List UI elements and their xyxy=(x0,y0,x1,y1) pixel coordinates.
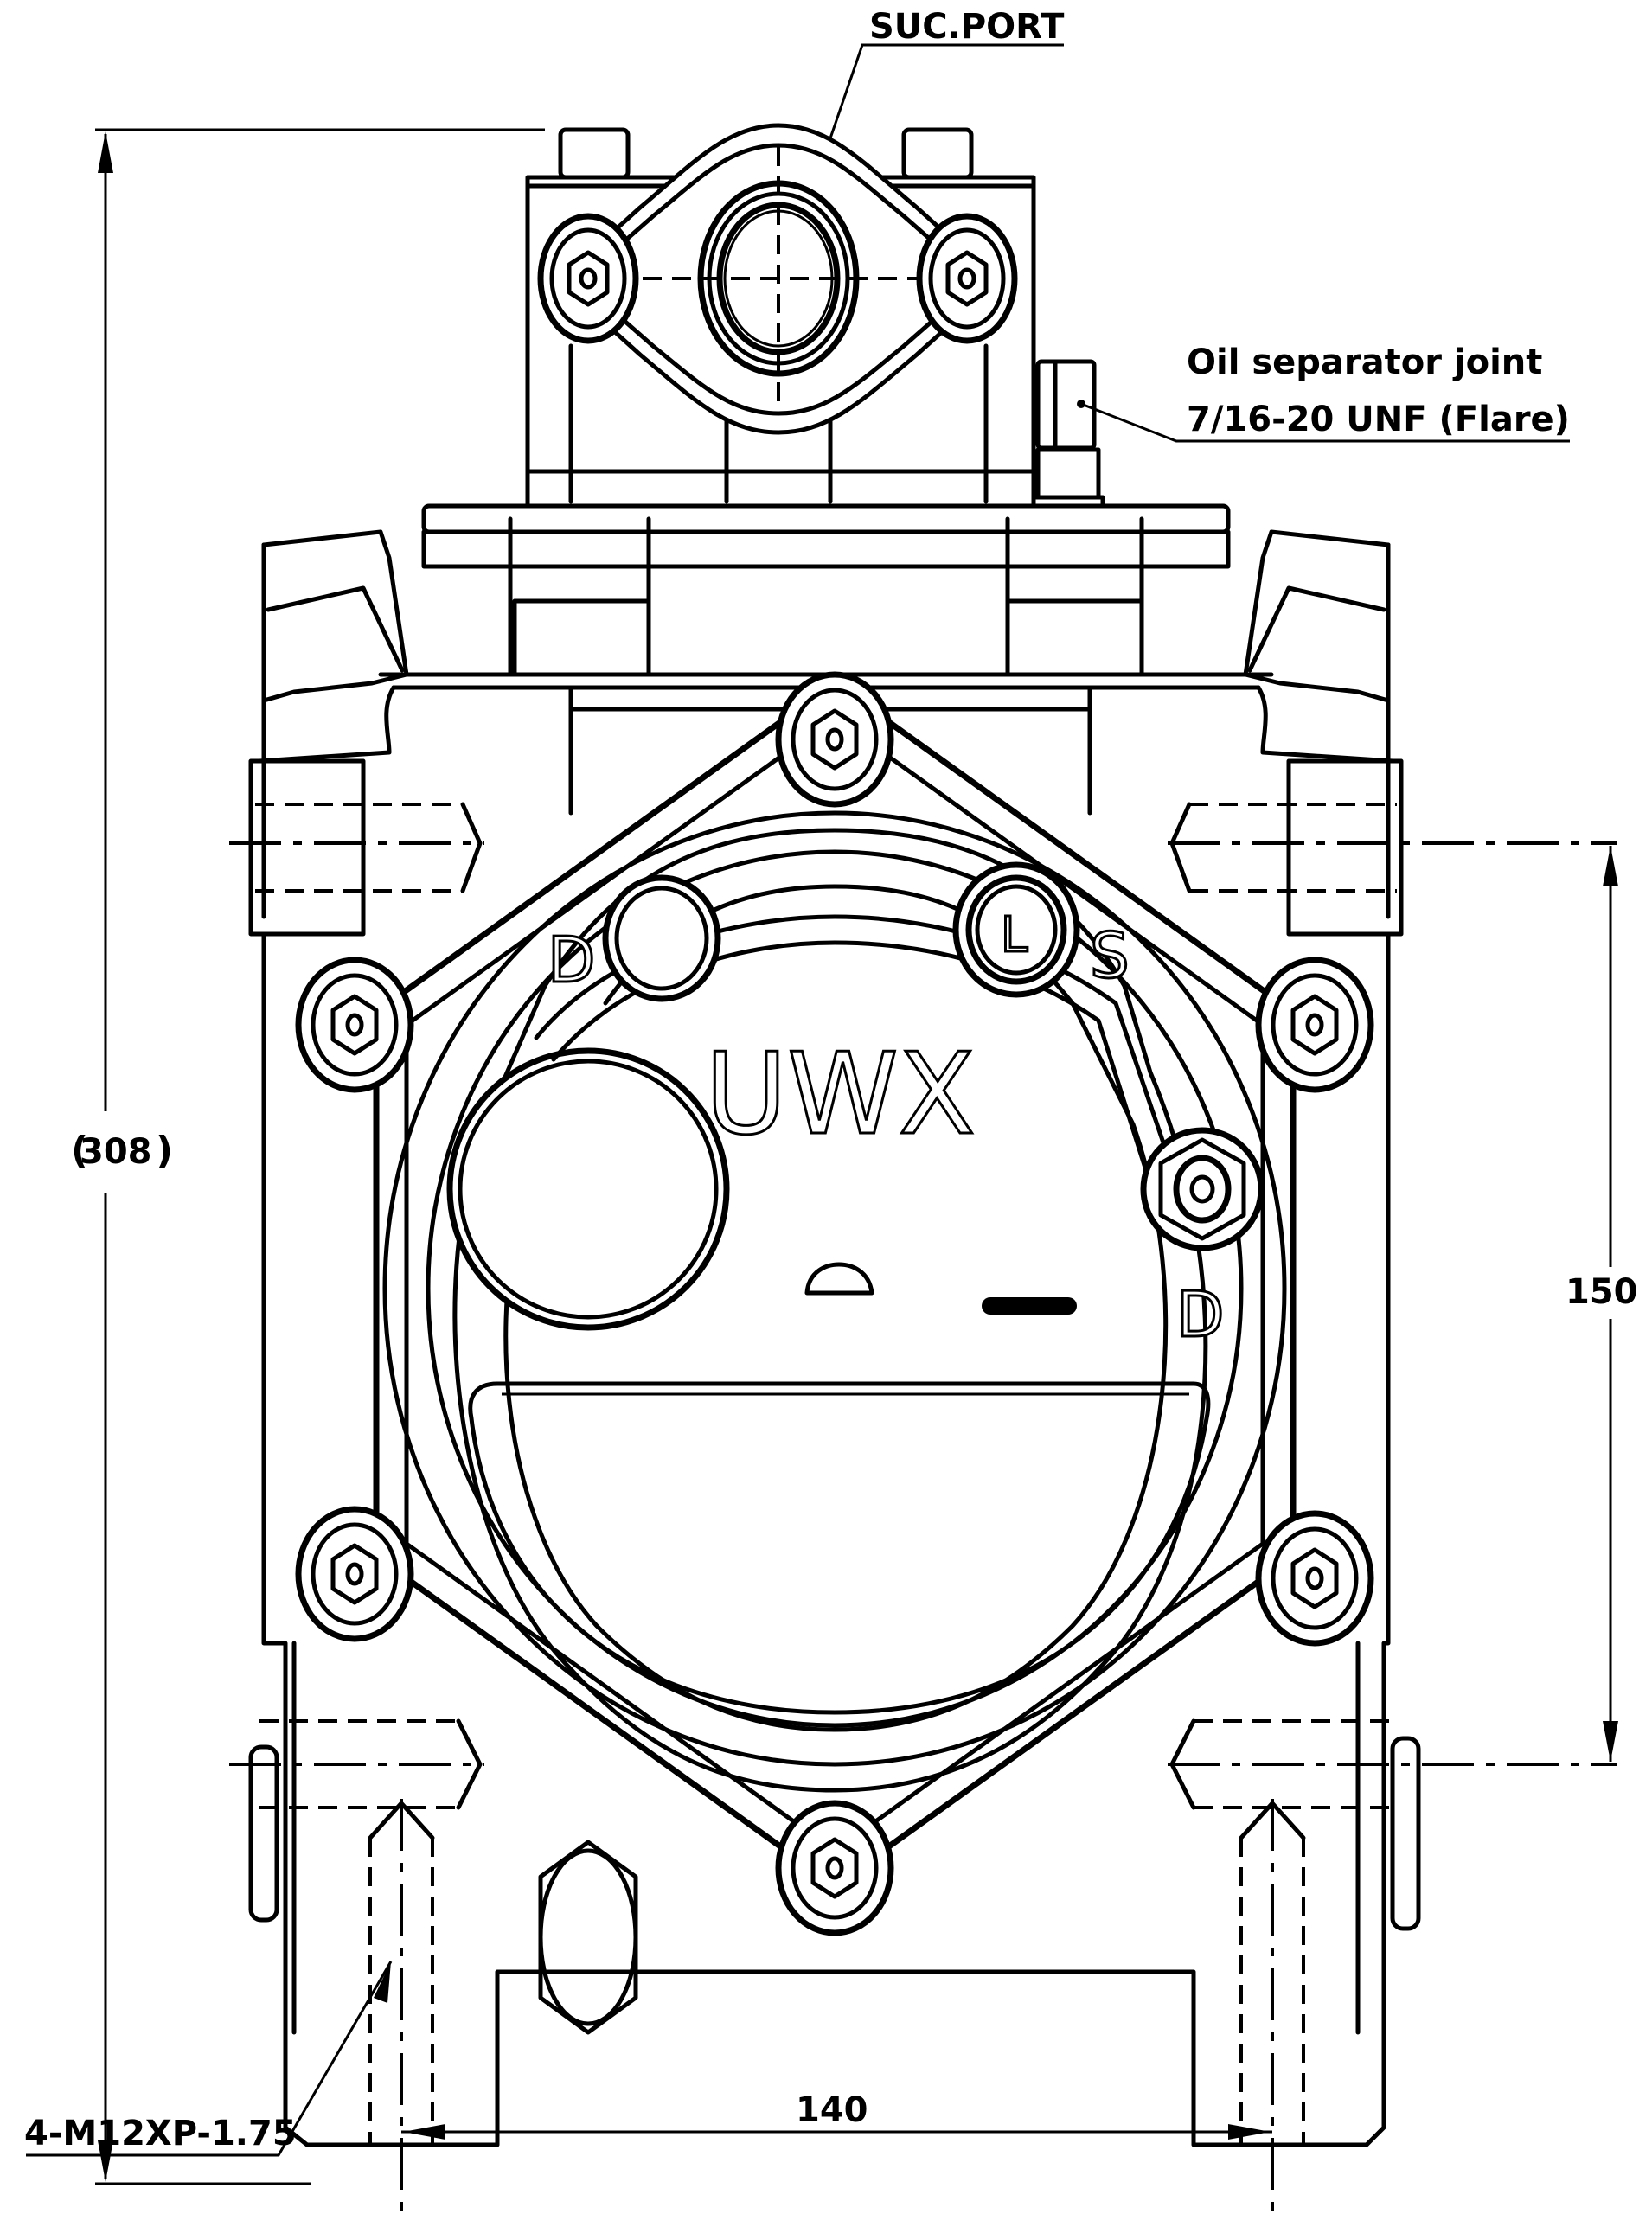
height-paren-close: ) xyxy=(156,1129,173,1173)
large-port-plug xyxy=(446,1047,730,1331)
dash-marker xyxy=(982,1297,1077,1315)
horizontal-spacing-dimension: 140 xyxy=(401,2090,1272,2140)
port-d-lower-label: D xyxy=(1176,1278,1224,1351)
suction-port-label: SUC.PORT xyxy=(869,7,1065,47)
arrowhead-left-icon xyxy=(403,2124,445,2140)
front-cover: D L S UWX D xyxy=(373,679,1297,1890)
cover-bolt-lower-left xyxy=(295,1506,414,1642)
cover-bolt-upper-left xyxy=(295,957,414,1093)
oil-separator-label: Oil separator joint xyxy=(1187,342,1542,382)
cover-bolts xyxy=(295,671,1374,1936)
flange-bolt-left xyxy=(537,213,639,344)
lower-cover-panel xyxy=(468,1381,1211,1715)
hex-socket-icon xyxy=(945,250,989,307)
hex-socket-icon xyxy=(1290,994,1339,1056)
main-body xyxy=(229,931,1617,2214)
arrowhead-right-icon xyxy=(1228,2124,1271,2140)
leader-arrowhead-icon xyxy=(374,1961,391,2003)
mount-thread-label: 4-M12XP-1.75 xyxy=(24,2114,297,2153)
arrowhead-down-icon xyxy=(98,2140,113,2182)
cover-bolt-top xyxy=(775,671,894,808)
hex-socket-icon xyxy=(810,1837,859,1899)
hex-socket-icon xyxy=(1290,1547,1339,1609)
height-paren-open: ( xyxy=(71,1129,88,1173)
height-value: 308 xyxy=(80,1132,152,1172)
model-marking: UWX xyxy=(705,1028,976,1160)
oil-separator-joint: Oil separator joint 7/16-20 UNF (Flare) xyxy=(1031,342,1570,509)
horizontal-spacing-value: 140 xyxy=(796,2090,868,2130)
port-d-upper-label: D xyxy=(547,924,595,996)
vertical-spacing-value: 150 xyxy=(1566,1272,1638,1312)
mount-thread-callout: 4-M12XP-1.75 xyxy=(24,1961,393,2157)
drain-plug xyxy=(538,1840,638,2035)
arrowhead-down-icon xyxy=(1603,1721,1618,1762)
port-d-lower-fitting xyxy=(1140,1127,1265,1251)
arrowhead-up-icon xyxy=(1603,846,1618,886)
oil-separator-thread: 7/16-20 UNF (Flare) xyxy=(1187,400,1570,439)
cover-bolt-bottom xyxy=(775,1800,894,1936)
vertical-spacing-dimension: 150 xyxy=(1566,846,1638,1762)
cover-bolt-lower-right xyxy=(1255,1510,1374,1647)
half-dome-marker xyxy=(804,1262,874,1296)
port-s-label: S xyxy=(1090,919,1130,992)
upper-mount-holes xyxy=(229,758,1617,937)
port-l: L S xyxy=(952,861,1130,998)
port-l-label: L xyxy=(1001,907,1028,963)
hex-socket-icon xyxy=(330,994,379,1056)
hex-socket-icon xyxy=(810,708,859,771)
arrowhead-up-icon xyxy=(98,131,113,173)
overall-height-dimension: ( 308 ) xyxy=(71,128,545,2185)
oil-separator-leader xyxy=(1080,402,1570,443)
upper-housing xyxy=(257,503,1395,919)
hex-socket-icon xyxy=(567,250,610,307)
flange-bolt-right xyxy=(916,213,1018,344)
suction-block xyxy=(525,123,1036,509)
cover-bolt-upper-right xyxy=(1255,957,1374,1093)
hex-socket-icon xyxy=(330,1543,379,1605)
port-d-upper: D xyxy=(547,874,721,1002)
